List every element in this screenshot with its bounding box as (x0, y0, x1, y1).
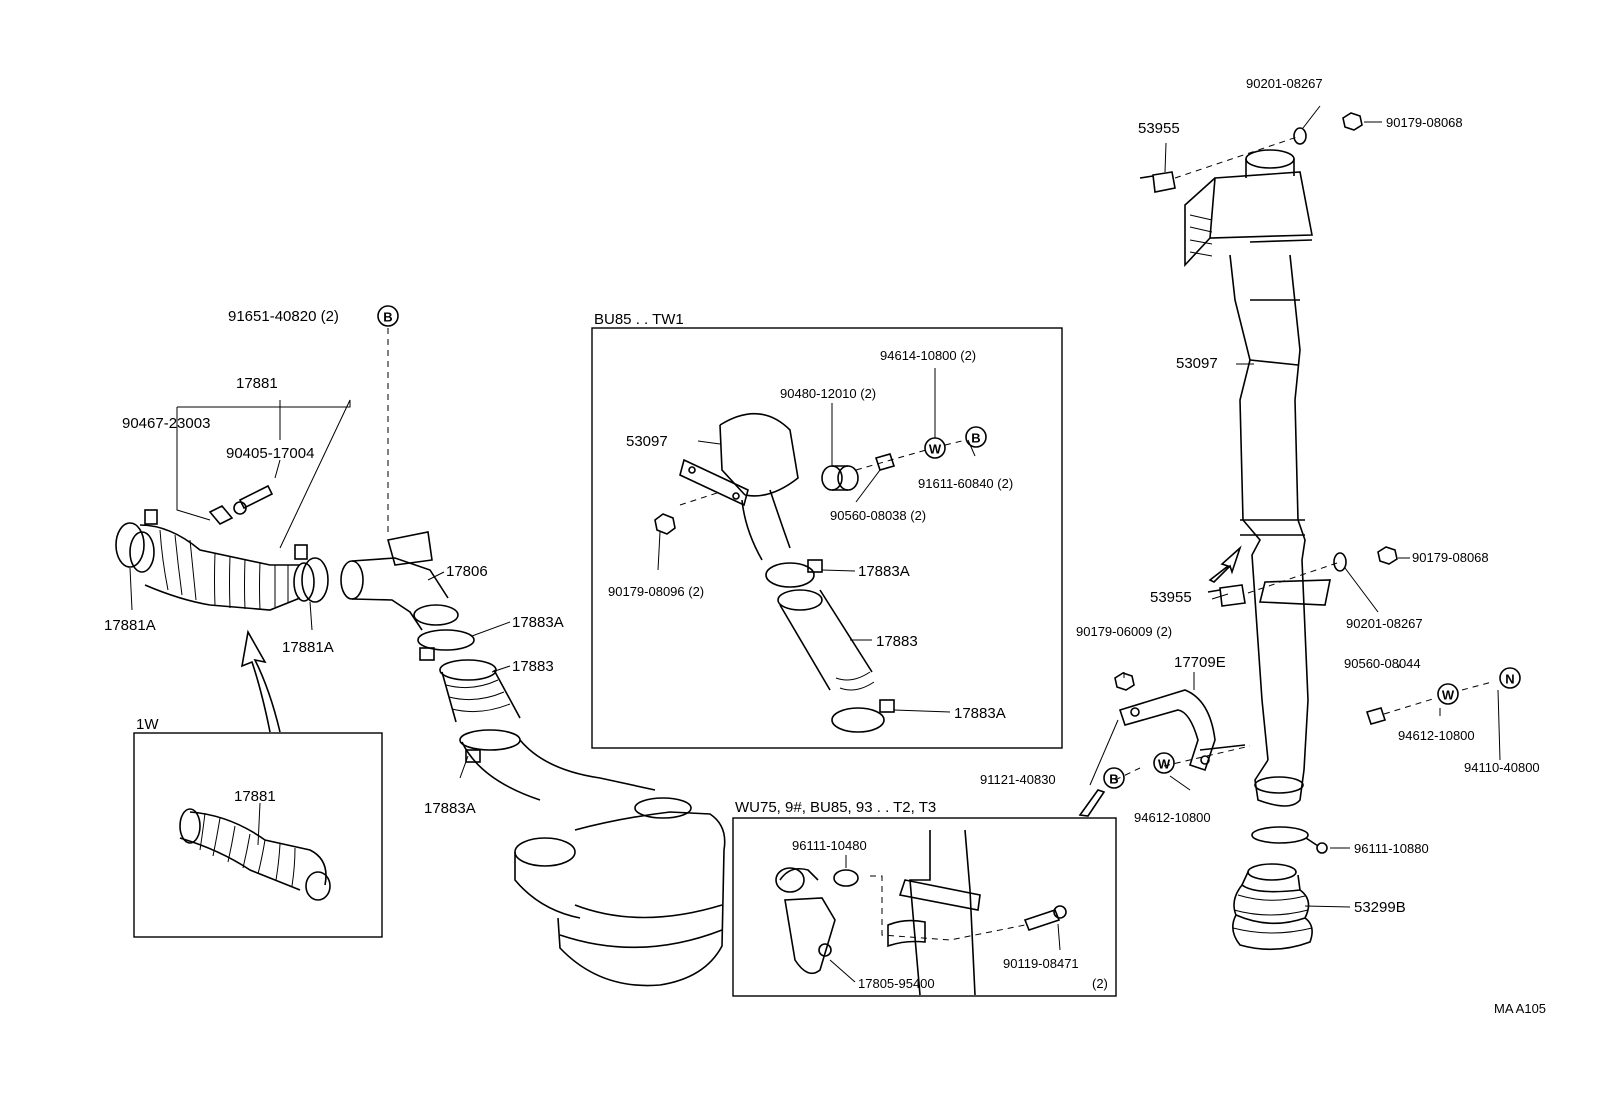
inset-bu85-title: BU85 . . TW1 (594, 311, 684, 328)
label-94614-10800: 94614-10800 (2) (880, 348, 976, 363)
marker-w-right: W (1437, 683, 1459, 705)
duct-53097-assembly (1078, 112, 1398, 951)
label-53955-mid: 53955 (1150, 589, 1192, 606)
label-90560-08044: 90560-08044 (1344, 656, 1421, 671)
label-17881a-left: 17881A (104, 617, 156, 634)
label-17883a-upper: 17883A (512, 614, 564, 631)
label-53955-top: 53955 (1138, 120, 1180, 137)
label-17881-top: 17881 (236, 375, 278, 392)
label-17883a-lower: 17883A (424, 800, 476, 817)
label-91121-40830: 91121-40830 (980, 772, 1056, 787)
marker-b-right: B (1103, 767, 1125, 789)
label-90179-08068-mid: 90179-08068 (1412, 550, 1489, 565)
marker-b-box: B (965, 426, 987, 448)
label-90119-08471: 90119-08471 (1003, 956, 1079, 971)
label-90179-06009: 90179-06009 (2) (1076, 624, 1172, 639)
marker-w-box-text: W (929, 442, 942, 457)
label-90179-08068-top: 90179-08068 (1386, 115, 1463, 130)
inset-bu85: BU85 . . TW1 (591, 311, 1063, 749)
label-90179-08096: 90179-08096 (2) (608, 584, 704, 599)
marker-n-right-text: N (1505, 672, 1514, 687)
hose-17881-1w (179, 808, 331, 901)
wu75-parts (775, 829, 1067, 996)
label-90467-23003: 90467-23003 (122, 415, 210, 432)
label-53097-box: 53097 (626, 433, 668, 450)
diagram-code: MA A105 (1494, 1001, 1546, 1016)
label-90201-08267-top: 90201-08267 (1246, 76, 1323, 91)
label-17881a-right: 17881A (282, 639, 334, 656)
marker-w-box: W (924, 437, 946, 459)
marker-w-right-text: W (1442, 688, 1455, 703)
marker-b-right-text: B (1109, 772, 1118, 787)
marker-b-left-text: B (383, 310, 392, 325)
label-17806: 17806 (446, 563, 488, 580)
label-17883-box: 17883 (876, 633, 918, 650)
leader-lines (129, 105, 1501, 983)
label-91611-60840: 91611-60840 (2) (918, 476, 1013, 491)
label-17881-1w: 17881 (234, 788, 276, 805)
label-90560-08038: 90560-08038 (2) (830, 508, 926, 523)
label-90201-08267-mid: 90201-08267 (1346, 616, 1423, 631)
marker-b-left: B (377, 305, 399, 327)
label-94612-10800-right: 94612-10800 (1398, 728, 1475, 743)
label-94612-10800-bottom: 94612-10800 (1134, 810, 1211, 825)
label-91651-40820: 91651-40820 (2) (228, 308, 339, 325)
label-17883a-box-upper: 17883A (858, 563, 910, 580)
inset-wu75: WU75, 9#, BU85, 93 . . T2, T3 (732, 799, 1117, 997)
marker-n-right: N (1499, 667, 1521, 689)
label-96111-10880: 96111-10880 (1354, 841, 1429, 856)
label-90480-12010: 90480-12010 (2) (780, 386, 876, 401)
label-17883-main: 17883 (512, 658, 554, 675)
inset-1w: 1W (133, 716, 383, 938)
label-17709e: 17709E (1174, 654, 1226, 671)
label-53299b: 53299B (1354, 899, 1406, 916)
inset-1w-title: 1W (136, 716, 159, 733)
part-labels: 91651-40820 (2) 17881 90467-23003 90405-… (104, 76, 1546, 1016)
inset-wu75-title: WU75, 9#, BU85, 93 . . T2, T3 (735, 799, 936, 816)
marker-w-right-bottom: W (1153, 752, 1175, 774)
label-17805-95400: 17805-95400 (858, 976, 935, 991)
label-17883a-box-lower: 17883A (954, 705, 1006, 722)
bu85-parts (654, 412, 896, 733)
label-90405-17004: 90405-17004 (226, 445, 314, 462)
label-96111-10480: 96111-10480 (792, 838, 867, 853)
intake-pipe-assembly (340, 531, 726, 987)
marker-b-box-text: B (971, 431, 980, 446)
marker-w-right-bottom-text: W (1158, 757, 1171, 772)
label-94110-40800: 94110-40800 (1464, 760, 1540, 775)
label-90119-08471-qty: (2) (1092, 976, 1108, 991)
label-53097-right: 53097 (1176, 355, 1218, 372)
hose-17881-assembly (115, 484, 329, 733)
